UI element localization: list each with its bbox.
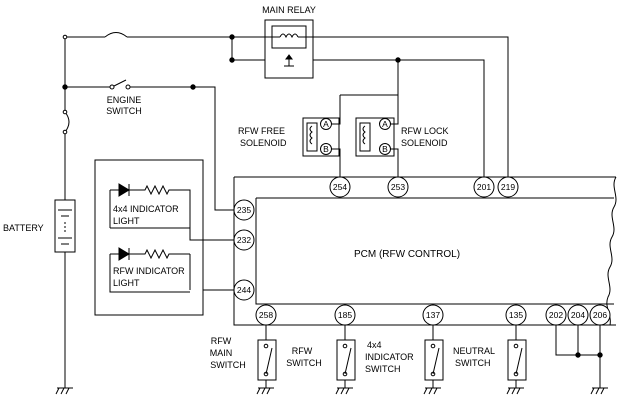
indicator-4x4-switch-label-1: 4x4 <box>367 340 382 350</box>
indicator-4x4-light <box>109 183 234 241</box>
pin-219: 219 <box>501 182 515 192</box>
fuse-top <box>104 32 128 38</box>
pin-258: 258 <box>259 310 273 320</box>
rfw-free-label-2: SOLENOID <box>240 138 287 148</box>
pcm-top-pins <box>329 176 519 198</box>
pin-135: 135 <box>509 310 523 320</box>
indicator-4x4-switch-label-3: SWITCH <box>365 364 401 374</box>
main-relay <box>264 19 314 79</box>
pcm-block <box>233 176 617 326</box>
rfw-lock-label-2: SOLENOID <box>401 138 448 148</box>
indicator-light-box <box>94 159 204 316</box>
pin-204: 204 <box>571 310 585 320</box>
pcm-ground-wiring <box>555 325 608 395</box>
ground-symbol-battery <box>55 387 73 395</box>
rfw-switch-label-2: SWITCH <box>286 358 322 368</box>
free-terminal-b: B <box>323 144 329 154</box>
pin-232: 232 <box>237 235 251 245</box>
indicator-4x4-label-1: 4x4 INDICATOR <box>113 204 179 214</box>
rfw-main-switch <box>256 325 277 395</box>
engine-switch-contact <box>111 79 127 88</box>
neutral-switch-label-1: NEUTRAL <box>453 346 495 356</box>
rfw-main-switch-label-3: SWITCH <box>210 360 246 370</box>
fuse-left <box>64 111 70 133</box>
battery-label: BATTERY <box>3 223 44 233</box>
pin-253: 253 <box>391 182 405 192</box>
rfw-free-solenoid <box>302 117 340 157</box>
pin-185: 185 <box>338 310 352 320</box>
pin-206: 206 <box>593 310 607 320</box>
indicator-rfw-label-1: RFW INDICATOR <box>113 266 185 276</box>
pcm-left-pins <box>233 199 255 301</box>
engine-switch-label-2: SWITCH <box>106 106 142 116</box>
indicator-4x4-switch-label-2: INDICATOR <box>365 352 414 362</box>
pin-254: 254 <box>333 182 347 192</box>
engine-switch-label-1: ENGINE <box>107 95 142 105</box>
pin-201: 201 <box>477 182 491 192</box>
pcm-label: PCM (RFW CONTROL) <box>354 249 460 260</box>
indicator-4x4-label-2: LIGHT <box>113 216 140 226</box>
neutral-switch-label-2: SWITCH <box>455 358 491 368</box>
pin-244: 244 <box>237 285 251 295</box>
lock-terminal-b: B <box>382 144 388 154</box>
indicator-4x4-switch <box>423 325 444 395</box>
pin-137: 137 <box>426 310 440 320</box>
rfw-free-label-1: RFW FREE <box>238 126 285 136</box>
neutral-switch <box>506 325 527 395</box>
indicator-rfw-label-2: LIGHT <box>113 278 140 288</box>
indicator-rfw-light <box>109 247 191 293</box>
free-terminal-a: A <box>323 119 329 129</box>
lock-terminal-a: A <box>382 119 388 129</box>
battery-symbol <box>54 199 76 253</box>
rfw-switch-label-1: RFW <box>292 346 313 356</box>
rfw-main-switch-label-2: MAIN <box>210 348 233 358</box>
pin-202: 202 <box>549 310 563 320</box>
rfw-lock-label-1: RFW LOCK <box>401 126 449 136</box>
pin-235: 235 <box>237 205 251 215</box>
main-relay-label: MAIN RELAY <box>262 5 316 15</box>
rfw-lock-solenoid <box>355 117 395 157</box>
rfw-main-switch-label-1: RFW <box>211 336 232 346</box>
rfw-switch <box>335 325 356 395</box>
